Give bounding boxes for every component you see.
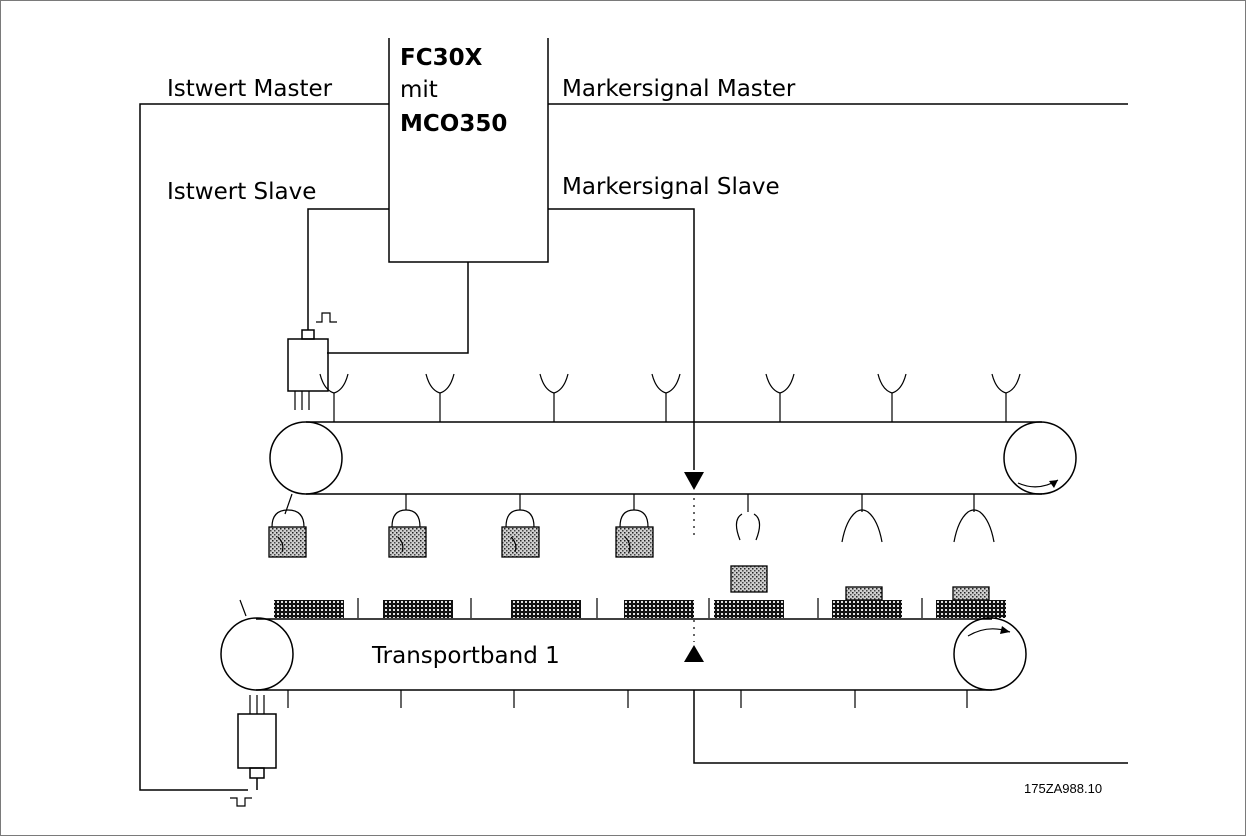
pulse-icon — [230, 797, 252, 807]
controller-subtitle: mit — [400, 77, 438, 103]
upper-conveyor — [269, 421, 1077, 495]
label-markersignal-slave: Markersignal Slave — [562, 174, 780, 200]
trays — [239, 598, 1006, 618]
upper-grippers — [319, 373, 1021, 422]
marker-arrow-down — [684, 472, 704, 536]
marker-arrow-up — [684, 620, 704, 662]
pulse-icon — [316, 312, 337, 323]
label-istwert-slave: Istwert Slave — [167, 179, 316, 205]
upper-encoder — [287, 329, 329, 410]
label-istwert-master: Istwert Master — [167, 76, 333, 102]
controller-module: MCO350 — [400, 111, 507, 137]
figure-code: 175ZA988.10 — [1024, 781, 1102, 796]
label-transportband: Transportband 1 — [371, 643, 560, 669]
lower-conveyor — [220, 617, 1027, 691]
label-markersignal-master: Markersignal Master — [562, 76, 796, 102]
signal-lines — [139, 103, 1128, 791]
lower-ticks — [287, 690, 968, 708]
placed-packages — [730, 565, 990, 601]
carried-packages — [268, 493, 995, 558]
controller-box: FC30X mit MCO350 — [388, 38, 549, 263]
lower-encoder — [237, 695, 277, 790]
rotation-arrow-icon — [967, 626, 1011, 637]
controller-title: FC30X — [400, 45, 483, 71]
rotation-arrow-icon — [1017, 479, 1059, 488]
